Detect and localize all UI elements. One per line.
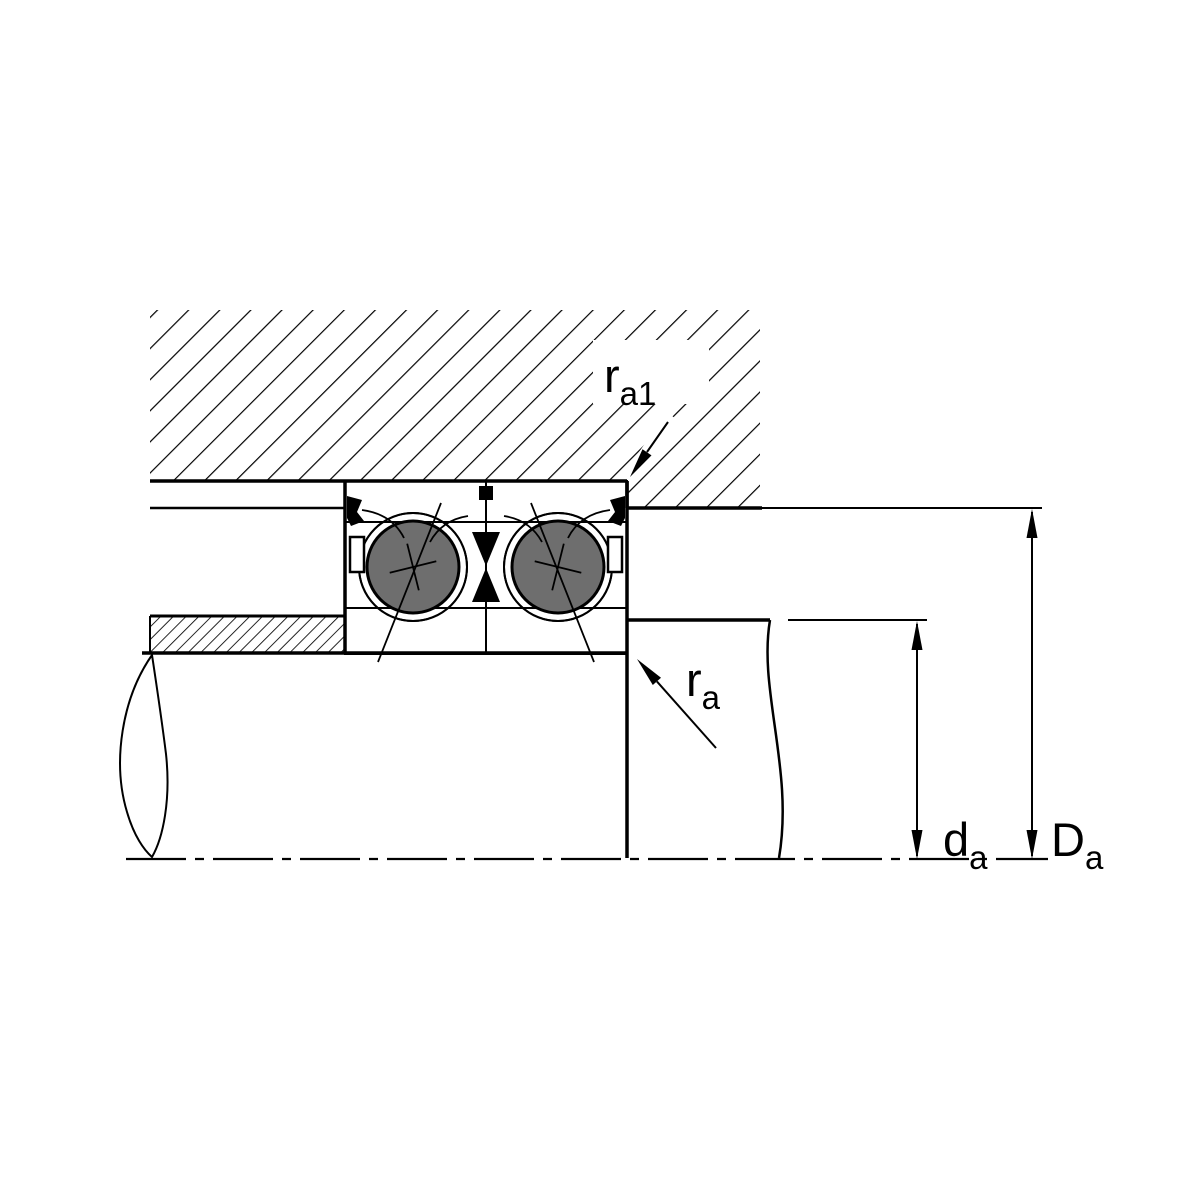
ball-left-cross-mark (389, 543, 437, 591)
seal-center-upper (472, 532, 500, 566)
seal-left (347, 496, 364, 526)
contact-angle-line-left (377, 502, 442, 663)
Da-arrow-up (1026, 509, 1038, 538)
housing-section (150, 310, 762, 510)
dimension-da: da (788, 619, 988, 876)
shaft-break-curve (766, 619, 784, 859)
seal-lip-curve-right-inboard (503, 515, 543, 543)
seal-right (608, 496, 625, 526)
ra-leader-line (656, 680, 717, 749)
shaft-break-leaf (119, 652, 169, 859)
seal-lip-curve-left-outboard (361, 509, 405, 539)
spring-element-left (348, 535, 366, 574)
dimension-Da: Da (762, 507, 1104, 876)
label-da: da (943, 813, 988, 876)
shaft-spacer-hatch (150, 616, 345, 652)
seal-lip-curve-right-outboard (567, 509, 611, 539)
seal-center-lower (472, 568, 500, 602)
bearing-assembly (343, 480, 629, 663)
label-ra: ra (686, 653, 721, 716)
housing-hatch-area (150, 310, 760, 508)
contact-angle-line-right (530, 502, 595, 663)
seal-lip-curve-left-inboard (429, 515, 469, 543)
label-clearing-box (593, 340, 709, 404)
label-Da: Da (1051, 813, 1104, 876)
Da-arrow-down (1026, 830, 1038, 859)
ra1-leader-line (646, 421, 669, 453)
ra1-arrowhead (630, 449, 652, 477)
ball-right-cross-mark (534, 543, 582, 591)
seal-center-cap (479, 486, 493, 500)
leader-ra1: ra1 (604, 349, 678, 477)
da-arrow-down (911, 830, 923, 859)
spring-element-right (606, 535, 624, 574)
ra-arrowhead (637, 659, 661, 685)
da-arrow-up (911, 621, 923, 650)
label-ra1: ra1 (604, 349, 656, 412)
leader-ra: ra (637, 653, 721, 749)
